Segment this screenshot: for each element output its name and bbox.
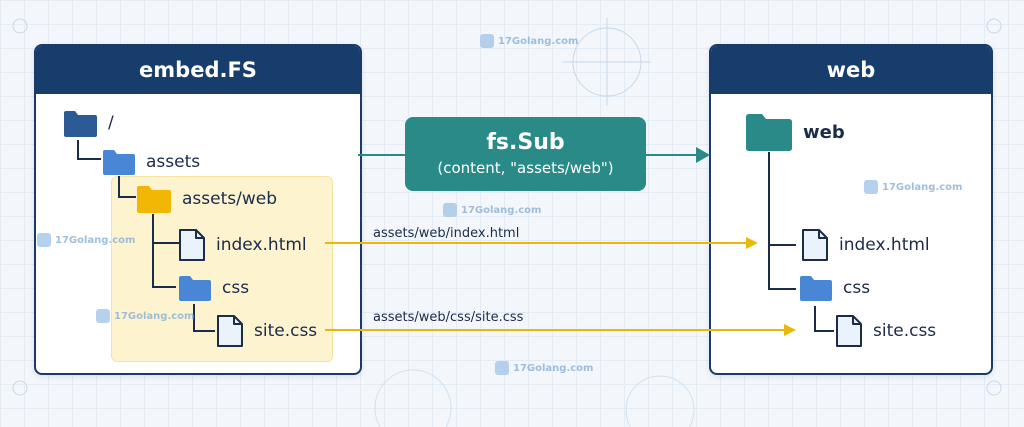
arrow-icon — [696, 147, 710, 163]
tree-connector — [118, 176, 120, 198]
watermark-logo-icon — [495, 361, 509, 375]
arrow-icon — [746, 237, 758, 249]
fs-sub-args: (content, "assets/web") — [437, 159, 614, 177]
web-panel-title: web — [711, 46, 991, 94]
tree-connector — [768, 288, 796, 290]
folder-icon — [64, 111, 97, 137]
root-folder[interactable]: / — [62, 108, 114, 138]
watermark: 17Golang.com — [495, 361, 593, 375]
right-index-file[interactable]: index.html — [801, 228, 930, 262]
tree-connector — [118, 196, 136, 198]
watermark: 17Golang.com — [864, 180, 962, 194]
assets-folder-label: assets — [146, 152, 201, 172]
folder-icon — [746, 114, 792, 151]
tree-connector — [193, 304, 195, 332]
tree-connector — [193, 330, 215, 332]
right-index-file-label: index.html — [839, 235, 930, 255]
web-folder[interactable]: web — [745, 112, 845, 152]
web-folder-label: web — [803, 121, 845, 143]
left-site-file-label: site.css — [254, 321, 318, 341]
right-site-file[interactable]: site.css — [835, 314, 936, 348]
tree-connector — [814, 306, 816, 332]
tree-connector — [768, 152, 770, 290]
watermark-logo-icon — [480, 34, 494, 48]
tree-connector — [768, 244, 796, 246]
tree-connector — [152, 286, 176, 288]
tree-connector — [814, 330, 834, 332]
watermark: 17Golang.com — [96, 309, 194, 323]
watermark-logo-icon — [37, 233, 51, 247]
watermark: 17Golang.com — [37, 233, 135, 247]
fs-sub-box: fs.Sub (content, "assets/web") — [405, 117, 646, 191]
fs-sub-title: fs.Sub — [486, 130, 565, 155]
left-index-file-label: index.html — [216, 235, 307, 255]
web-panel: web web index.html css site.css — [709, 44, 993, 375]
assets-web-folder[interactable]: assets/web — [136, 184, 277, 214]
left-css-folder[interactable]: css — [178, 274, 249, 302]
folder-icon — [103, 150, 135, 175]
assets-folder[interactable]: assets — [102, 148, 200, 176]
embed-fs-panel: embed.FS / assets assets/web index.html — [34, 44, 362, 375]
arrow-icon — [784, 324, 796, 336]
watermark-logo-icon — [443, 203, 457, 217]
root-folder-label: / — [108, 113, 114, 133]
tree-connector — [152, 242, 180, 244]
watermark-logo-icon — [96, 309, 110, 323]
left-css-folder-label: css — [222, 278, 250, 298]
tree-connector — [77, 140, 79, 160]
file-icon — [802, 229, 828, 261]
watermark: 17Golang.com — [443, 203, 541, 217]
folder-icon — [179, 276, 211, 301]
file-icon — [179, 229, 205, 261]
assets-web-folder-label: assets/web — [182, 189, 277, 209]
embed-fs-title: embed.FS — [36, 46, 360, 94]
watermark-logo-icon — [864, 180, 878, 194]
tree-connector — [152, 214, 154, 288]
right-site-file-label: site.css — [873, 321, 937, 341]
file-icon — [217, 315, 243, 347]
index-path-label: assets/web/index.html — [373, 226, 520, 241]
left-index-file[interactable]: index.html — [178, 228, 307, 262]
folder-icon — [800, 276, 832, 301]
tree-connector — [77, 158, 101, 160]
folder-icon — [137, 186, 171, 213]
site-path-label: assets/web/css/site.css — [373, 310, 524, 325]
watermark: 17Golang.com — [480, 34, 578, 48]
left-site-file[interactable]: site.css — [216, 314, 317, 348]
right-css-folder-label: css — [843, 278, 871, 298]
right-css-folder[interactable]: css — [799, 274, 870, 302]
file-icon — [836, 315, 862, 347]
